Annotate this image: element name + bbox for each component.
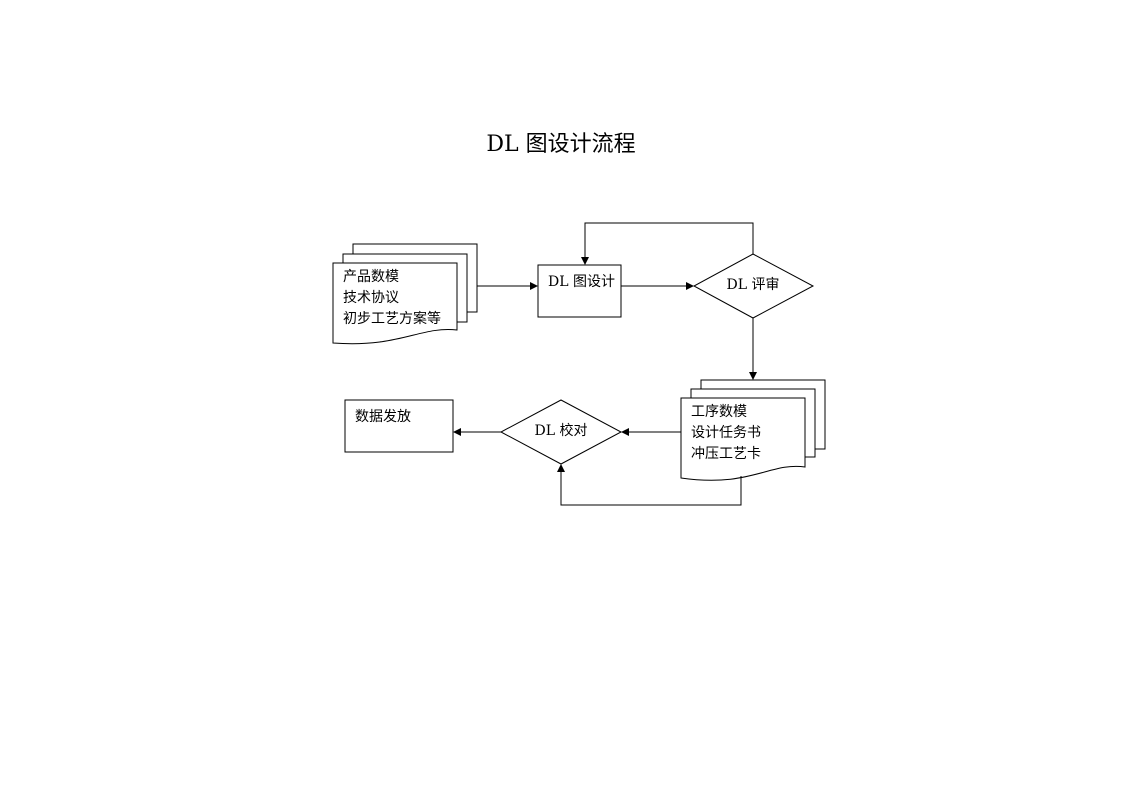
- dl-review-label: DL 评审: [727, 277, 780, 293]
- arrowhead-outputs-back-to-check: [557, 464, 565, 472]
- arrowhead-inputs-to-design: [530, 282, 538, 290]
- output-doc-line-2: 设计任务书: [691, 425, 761, 441]
- output-doc-line-1: 工序数模: [691, 404, 747, 420]
- dl-design-box: [537, 264, 622, 318]
- arrowhead-check-to-release: [453, 428, 461, 436]
- arrow-review-back-to-design: [584, 222, 754, 258]
- data-release-label: 数据发放: [355, 409, 411, 425]
- arrowhead-review-back-to-design: [581, 257, 589, 265]
- arrow-outputs-back-to-check: [560, 471, 742, 506]
- arrowhead-review-to-outputs: [749, 372, 757, 380]
- input-doc-line-1: 产品数模: [343, 269, 399, 285]
- input-documents-shape: [332, 243, 478, 345]
- diagram-title: DL 图设计流程: [486, 132, 636, 157]
- output-documents-shape: [680, 379, 826, 481]
- output-doc-line-3: 冲压工艺卡: [691, 446, 761, 462]
- dl-design-label: DL 图设计: [548, 274, 615, 290]
- input-doc-line-2: 技术协议: [343, 290, 399, 306]
- dl-check-label: DL 校对: [535, 422, 588, 439]
- input-doc-line-3: 初步工艺方案等: [343, 310, 441, 327]
- arrowhead-design-to-review: [686, 282, 694, 290]
- data-release-box: [344, 399, 454, 453]
- arrowhead-outputs-to-check: [621, 428, 629, 436]
